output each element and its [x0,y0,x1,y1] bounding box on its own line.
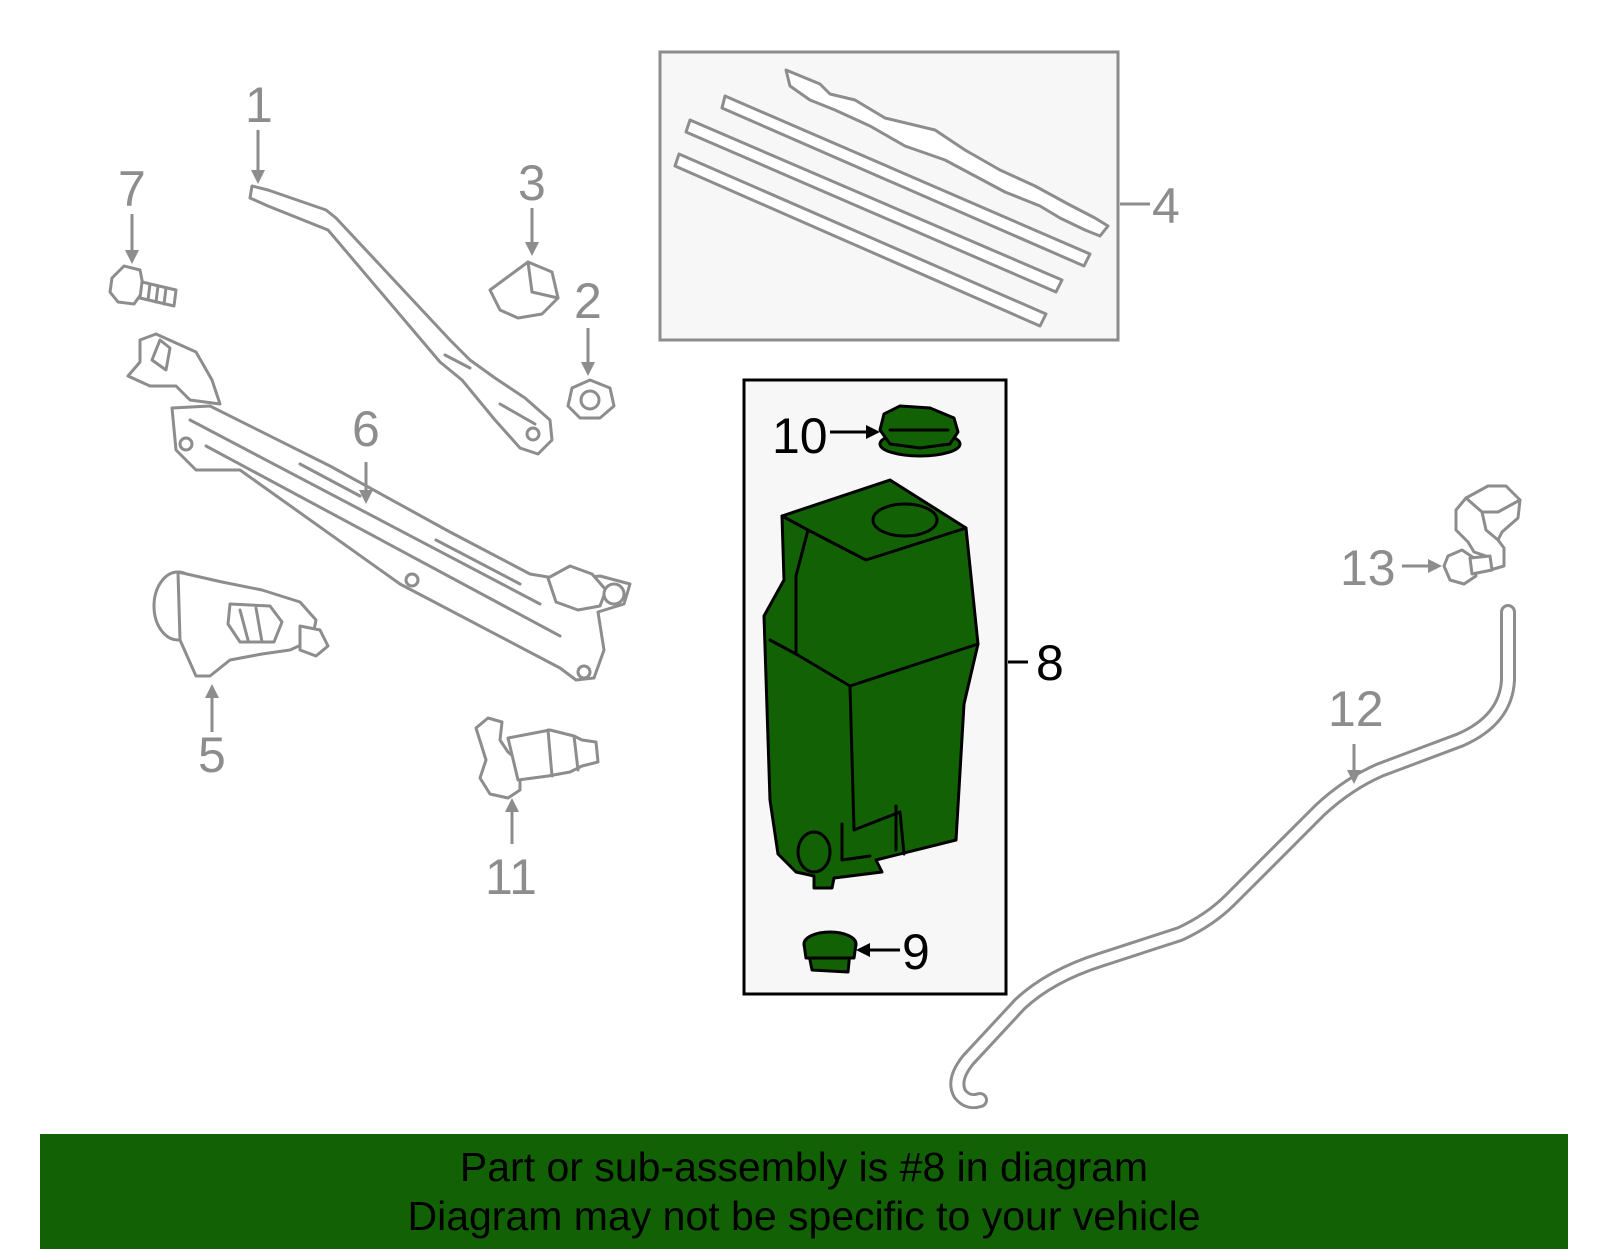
arrow-11 [505,798,519,812]
arrow-5 [205,684,219,698]
part-2-nut[interactable] [566,378,616,420]
arrow-1 [251,170,265,184]
arrow-10 [866,425,880,439]
footer-banner: Part or sub-assembly is #8 in diagram Di… [40,1134,1568,1249]
callout-5: 5 [198,727,226,783]
arrow-6 [359,490,373,504]
part-4-wiper-blade-group[interactable] [658,50,1120,342]
callout-3: 3 [518,155,546,211]
callout-6: 6 [352,401,380,457]
footer-line-disclaimer: Diagram may not be specific to your vehi… [407,1192,1201,1239]
callout-11: 11 [485,849,537,905]
part-8-washer-reservoir[interactable] [762,478,980,890]
callout-9: 9 [902,924,930,980]
part-1-wiper-arm[interactable] [248,184,554,456]
arrow-3 [525,242,539,256]
callout-12: 12 [1328,681,1384,737]
footer-line-part-note: Part or sub-assembly is #8 in diagram [459,1143,1149,1190]
part-12-washer-hose[interactable] [949,604,1516,1110]
arrow-13 [1428,559,1442,573]
callout-10: 10 [772,408,828,464]
part-5-wiper-motor[interactable] [152,570,330,678]
callout-7: 7 [118,161,146,217]
part-6-wiper-linkage[interactable] [126,332,632,682]
part-11-washer-pump[interactable] [474,716,600,800]
arrow-7 [125,250,139,264]
arrow-2 [581,362,595,376]
callout-13: 13 [1340,540,1396,596]
callout-2: 2 [574,273,602,329]
part-10-tank-cap[interactable] [878,404,962,458]
part-13-washer-nozzle[interactable] [1442,484,1522,586]
callout-1: 1 [245,77,273,133]
part-9-grommet[interactable] [802,930,858,974]
part-3-arm-cap[interactable] [488,260,560,320]
arrow-9 [856,943,870,957]
callout-4: 4 [1152,178,1180,234]
arrow-12 [1347,770,1361,784]
callout-8: 8 [1036,635,1064,691]
part-7-bolt[interactable] [108,264,178,308]
